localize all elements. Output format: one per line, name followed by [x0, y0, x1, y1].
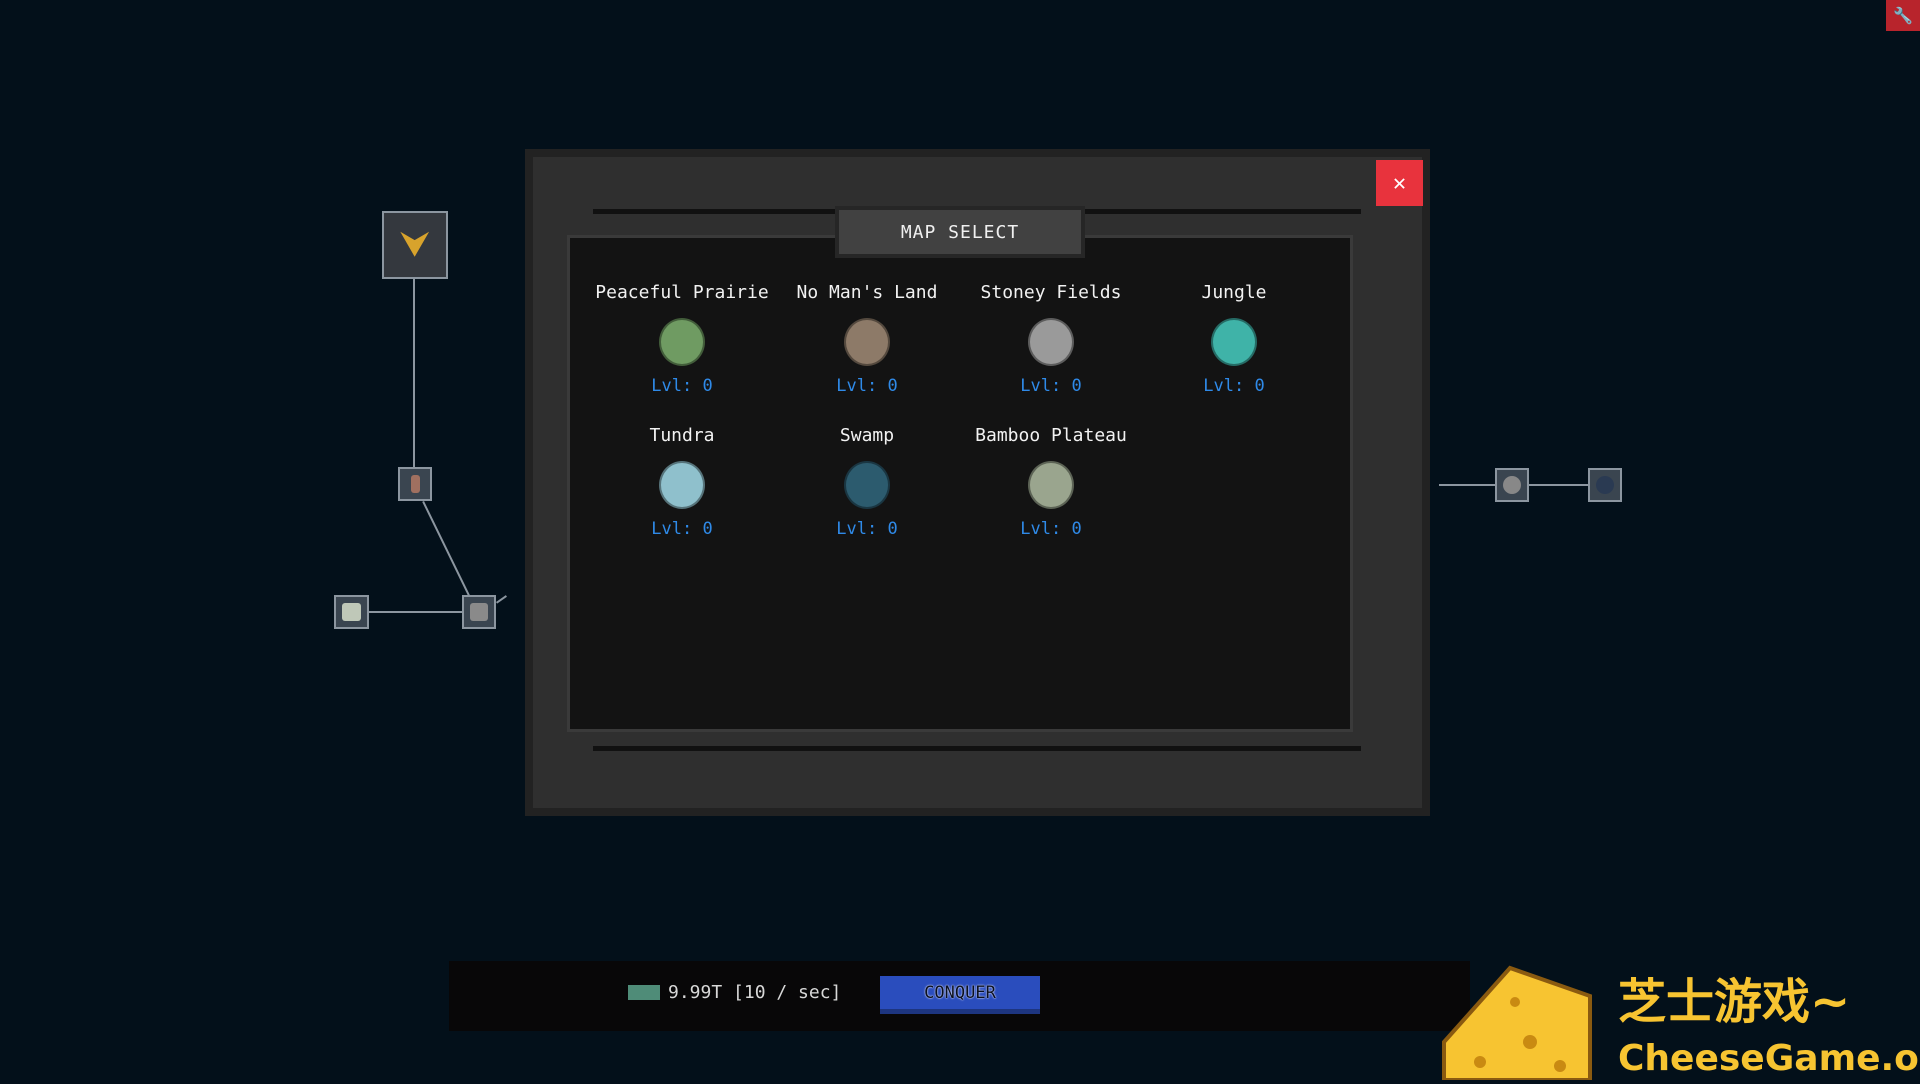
stone-icon — [1503, 476, 1521, 494]
map-icon — [844, 461, 890, 509]
rank-node[interactable]: ⮟ — [382, 211, 448, 279]
map-option[interactable]: Peaceful Prairie Lvl: 0 — [592, 282, 772, 396]
map-option[interactable]: Tundra Lvl: 0 — [592, 425, 772, 539]
dialog-title-text: MAP SELECT — [900, 221, 1020, 243]
map-option[interactable]: No Man's Land Lvl: 0 — [777, 282, 957, 396]
dialog-title: MAP SELECT — [835, 206, 1085, 258]
tree-node-stone[interactable] — [1495, 468, 1529, 502]
close-button[interactable]: ✕ — [1376, 160, 1423, 206]
tree-node-soldier[interactable] — [398, 467, 432, 501]
map-name: Jungle — [1201, 282, 1267, 303]
map-name: No Man's Land — [796, 282, 938, 303]
map-level: Lvl: 0 — [836, 519, 898, 539]
tree-node-block[interactable] — [462, 595, 496, 629]
settings-button[interactable]: 🔧 — [1886, 0, 1920, 31]
conquer-button[interactable]: CONQUER — [880, 976, 1040, 1014]
map-icon — [659, 318, 705, 366]
map-level: Lvl: 0 — [1203, 376, 1265, 396]
map-option[interactable]: Swamp Lvl: 0 — [777, 425, 957, 539]
map-level: Lvl: 0 — [651, 519, 713, 539]
wrench-icon: 🔧 — [1893, 6, 1913, 25]
stone-icon — [470, 603, 488, 621]
soldier-icon — [410, 475, 420, 493]
orb-icon — [1596, 476, 1614, 494]
conquer-label: CONQUER — [924, 982, 996, 1003]
map-level: Lvl: 0 — [1020, 519, 1082, 539]
map-name: Bamboo Plateau — [975, 425, 1127, 446]
close-icon: ✕ — [1392, 170, 1407, 196]
map-option[interactable]: Bamboo Plateau Lvl: 0 — [961, 425, 1141, 539]
map-icon — [1028, 318, 1074, 366]
resource-text: 9.99T [10 / sec] — [668, 982, 842, 1003]
map-option[interactable]: Stoney Fields Lvl: 0 — [961, 282, 1141, 396]
tree-connector — [1439, 484, 1495, 486]
map-name: Swamp — [839, 425, 895, 446]
tank-icon — [342, 603, 361, 621]
cash-icon — [628, 985, 660, 1000]
map-icon — [1211, 318, 1257, 366]
resource-display: 9.99T [10 / sec] — [628, 982, 841, 1003]
divider — [593, 746, 1361, 751]
map-name: Tundra — [649, 425, 715, 446]
svg-text:CheeseGame.org: CheeseGame.org — [1618, 1038, 1920, 1079]
map-icon — [659, 461, 705, 509]
tree-connector — [496, 595, 507, 604]
tree-node-tank[interactable] — [334, 595, 369, 629]
tree-connector — [369, 611, 462, 613]
map-icon — [844, 318, 890, 366]
map-level: Lvl: 0 — [651, 376, 713, 396]
map-name: Stoney Fields — [980, 282, 1122, 303]
map-option[interactable]: Jungle Lvl: 0 — [1144, 282, 1324, 396]
map-name: Peaceful Prairie — [595, 282, 769, 303]
chevron-rank-icon: ⮟ — [399, 224, 431, 265]
map-level: Lvl: 0 — [1020, 376, 1082, 396]
map-level: Lvl: 0 — [836, 376, 898, 396]
svg-text:芝士游戏~: 芝士游戏~ — [1618, 974, 1850, 1030]
tree-connector — [413, 279, 415, 467]
tree-node-orb[interactable] — [1588, 468, 1622, 502]
tree-connector — [1529, 484, 1588, 486]
tree-connector — [422, 501, 471, 597]
cheese-logo-icon: 芝士游戏~ CheeseGame.org — [1442, 965, 1920, 1082]
watermark-logo: 芝士游戏~ CheeseGame.org — [1440, 962, 1920, 1082]
map-icon — [1028, 461, 1074, 509]
